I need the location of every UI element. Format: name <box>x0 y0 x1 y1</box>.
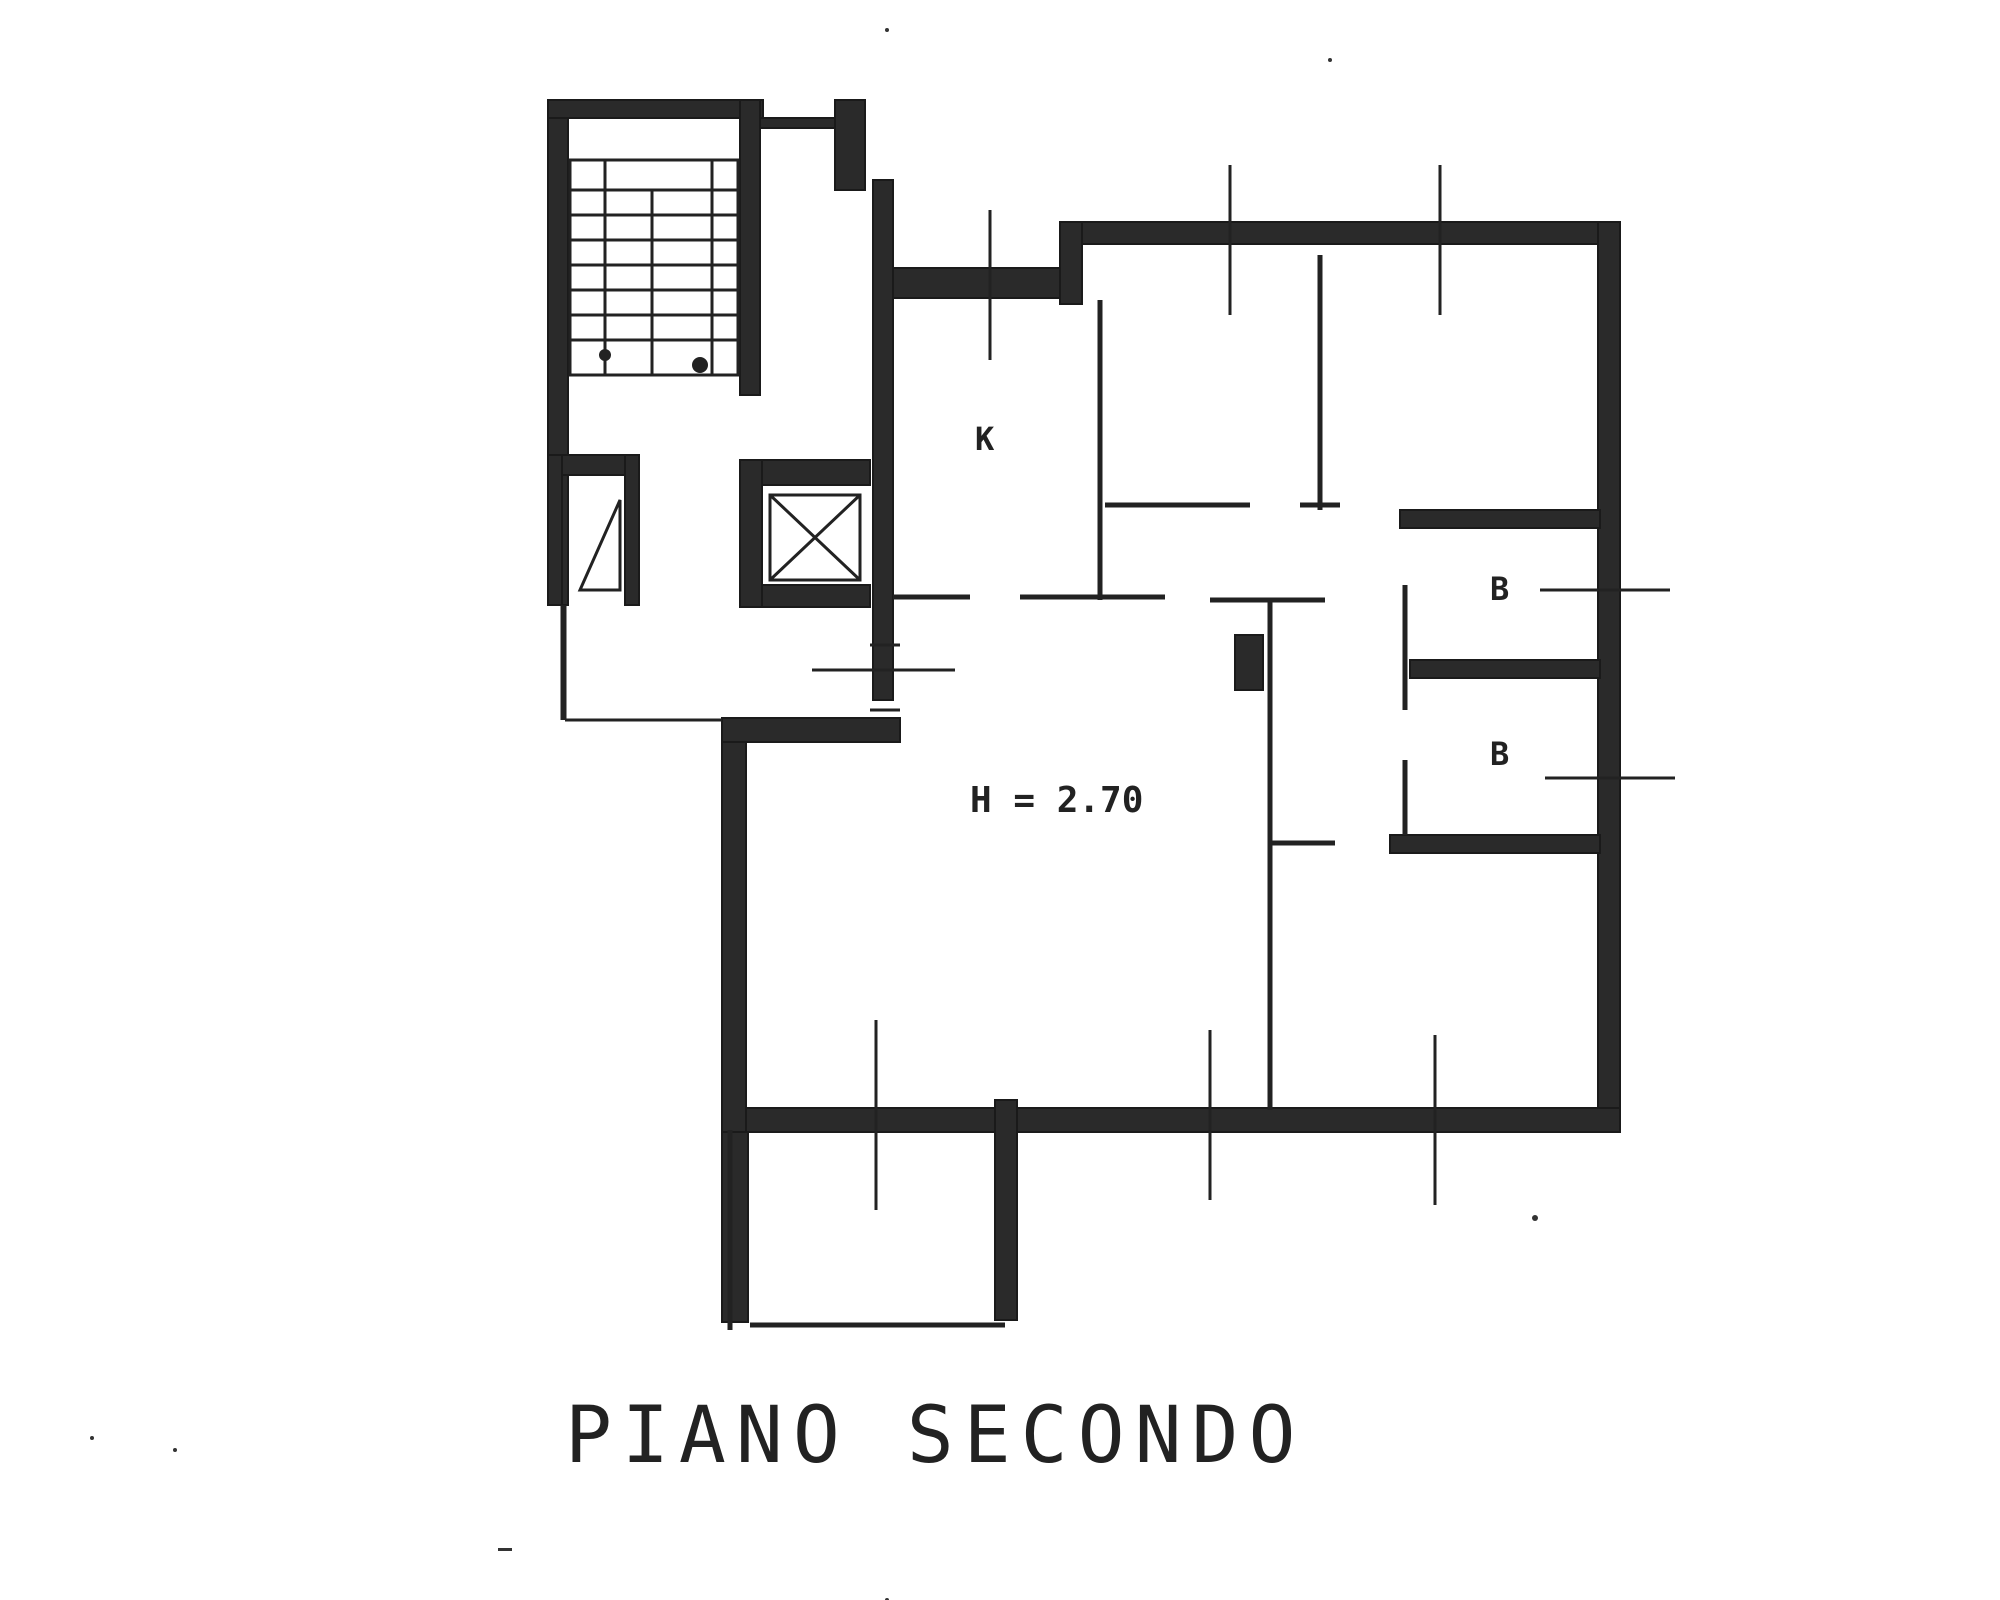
kitchen-label: K <box>975 420 995 458</box>
partition-walls <box>563 255 1408 1330</box>
window-marks <box>560 165 1675 1210</box>
staircase <box>568 158 740 377</box>
outer-walls <box>547 99 1621 1323</box>
bath-label-1: B <box>1490 570 1509 608</box>
bath-label-2: B <box>1490 735 1509 773</box>
plan-title: PIANO SECONDO <box>565 1391 1305 1481</box>
duct <box>577 499 622 592</box>
elevator <box>768 493 862 582</box>
ceiling-height-label: H = 2.70 <box>970 780 1143 821</box>
print-specks <box>90 28 1538 1600</box>
